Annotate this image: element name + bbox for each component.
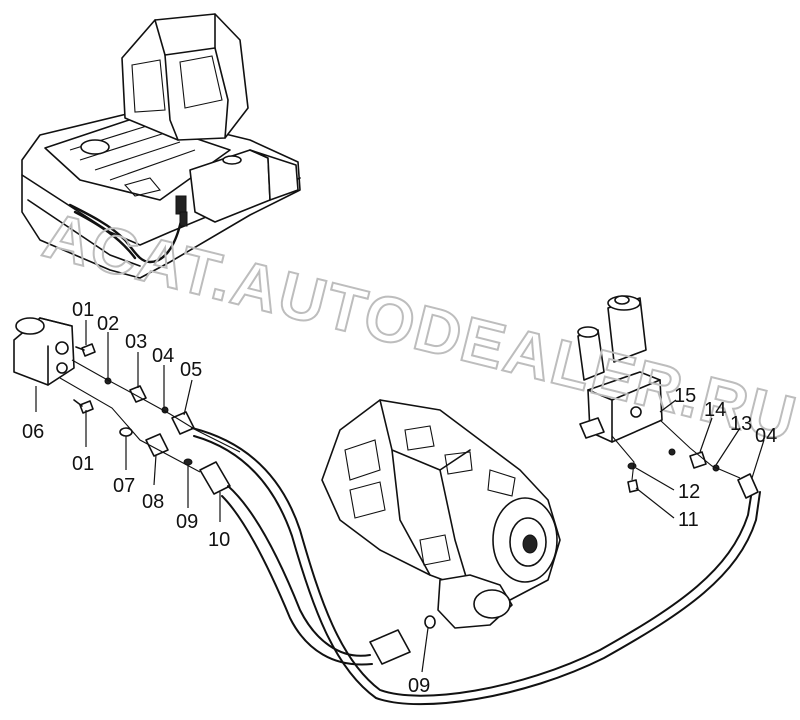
- hydraulic-pump: [321, 399, 561, 629]
- callout-15: 15: [674, 385, 696, 407]
- leader-lines: [35, 320, 765, 673]
- callout-09b: 09: [408, 675, 430, 697]
- callout-06: 06: [22, 421, 44, 443]
- callout-08: 08: [142, 491, 164, 513]
- callout-12: 12: [678, 481, 700, 503]
- callout-05: 05: [180, 359, 202, 381]
- callout-03: 03: [125, 331, 147, 353]
- callout-04b: 04: [755, 425, 777, 447]
- excavator-overview: [21, 13, 301, 279]
- small-fittings: [59, 343, 241, 495]
- solenoid-valve: [577, 295, 741, 493]
- sensor-assembly: [13, 317, 75, 386]
- callout-09a: 09: [176, 511, 198, 533]
- callout-10: 10: [208, 529, 230, 551]
- callout-01b: 01: [72, 453, 94, 475]
- callout-07: 07: [113, 475, 135, 497]
- callout-14: 14: [704, 399, 726, 421]
- callout-labels: 01 01 02 03 04 04 05 06 07 08 09 09 10 1…: [22, 299, 777, 697]
- callout-02: 02: [97, 313, 119, 335]
- callout-04a: 04: [152, 345, 174, 367]
- callout-01a: 01: [72, 299, 94, 321]
- hose-routing: [191, 427, 761, 706]
- callout-13: 13: [730, 413, 752, 435]
- callout-11: 11: [678, 509, 699, 531]
